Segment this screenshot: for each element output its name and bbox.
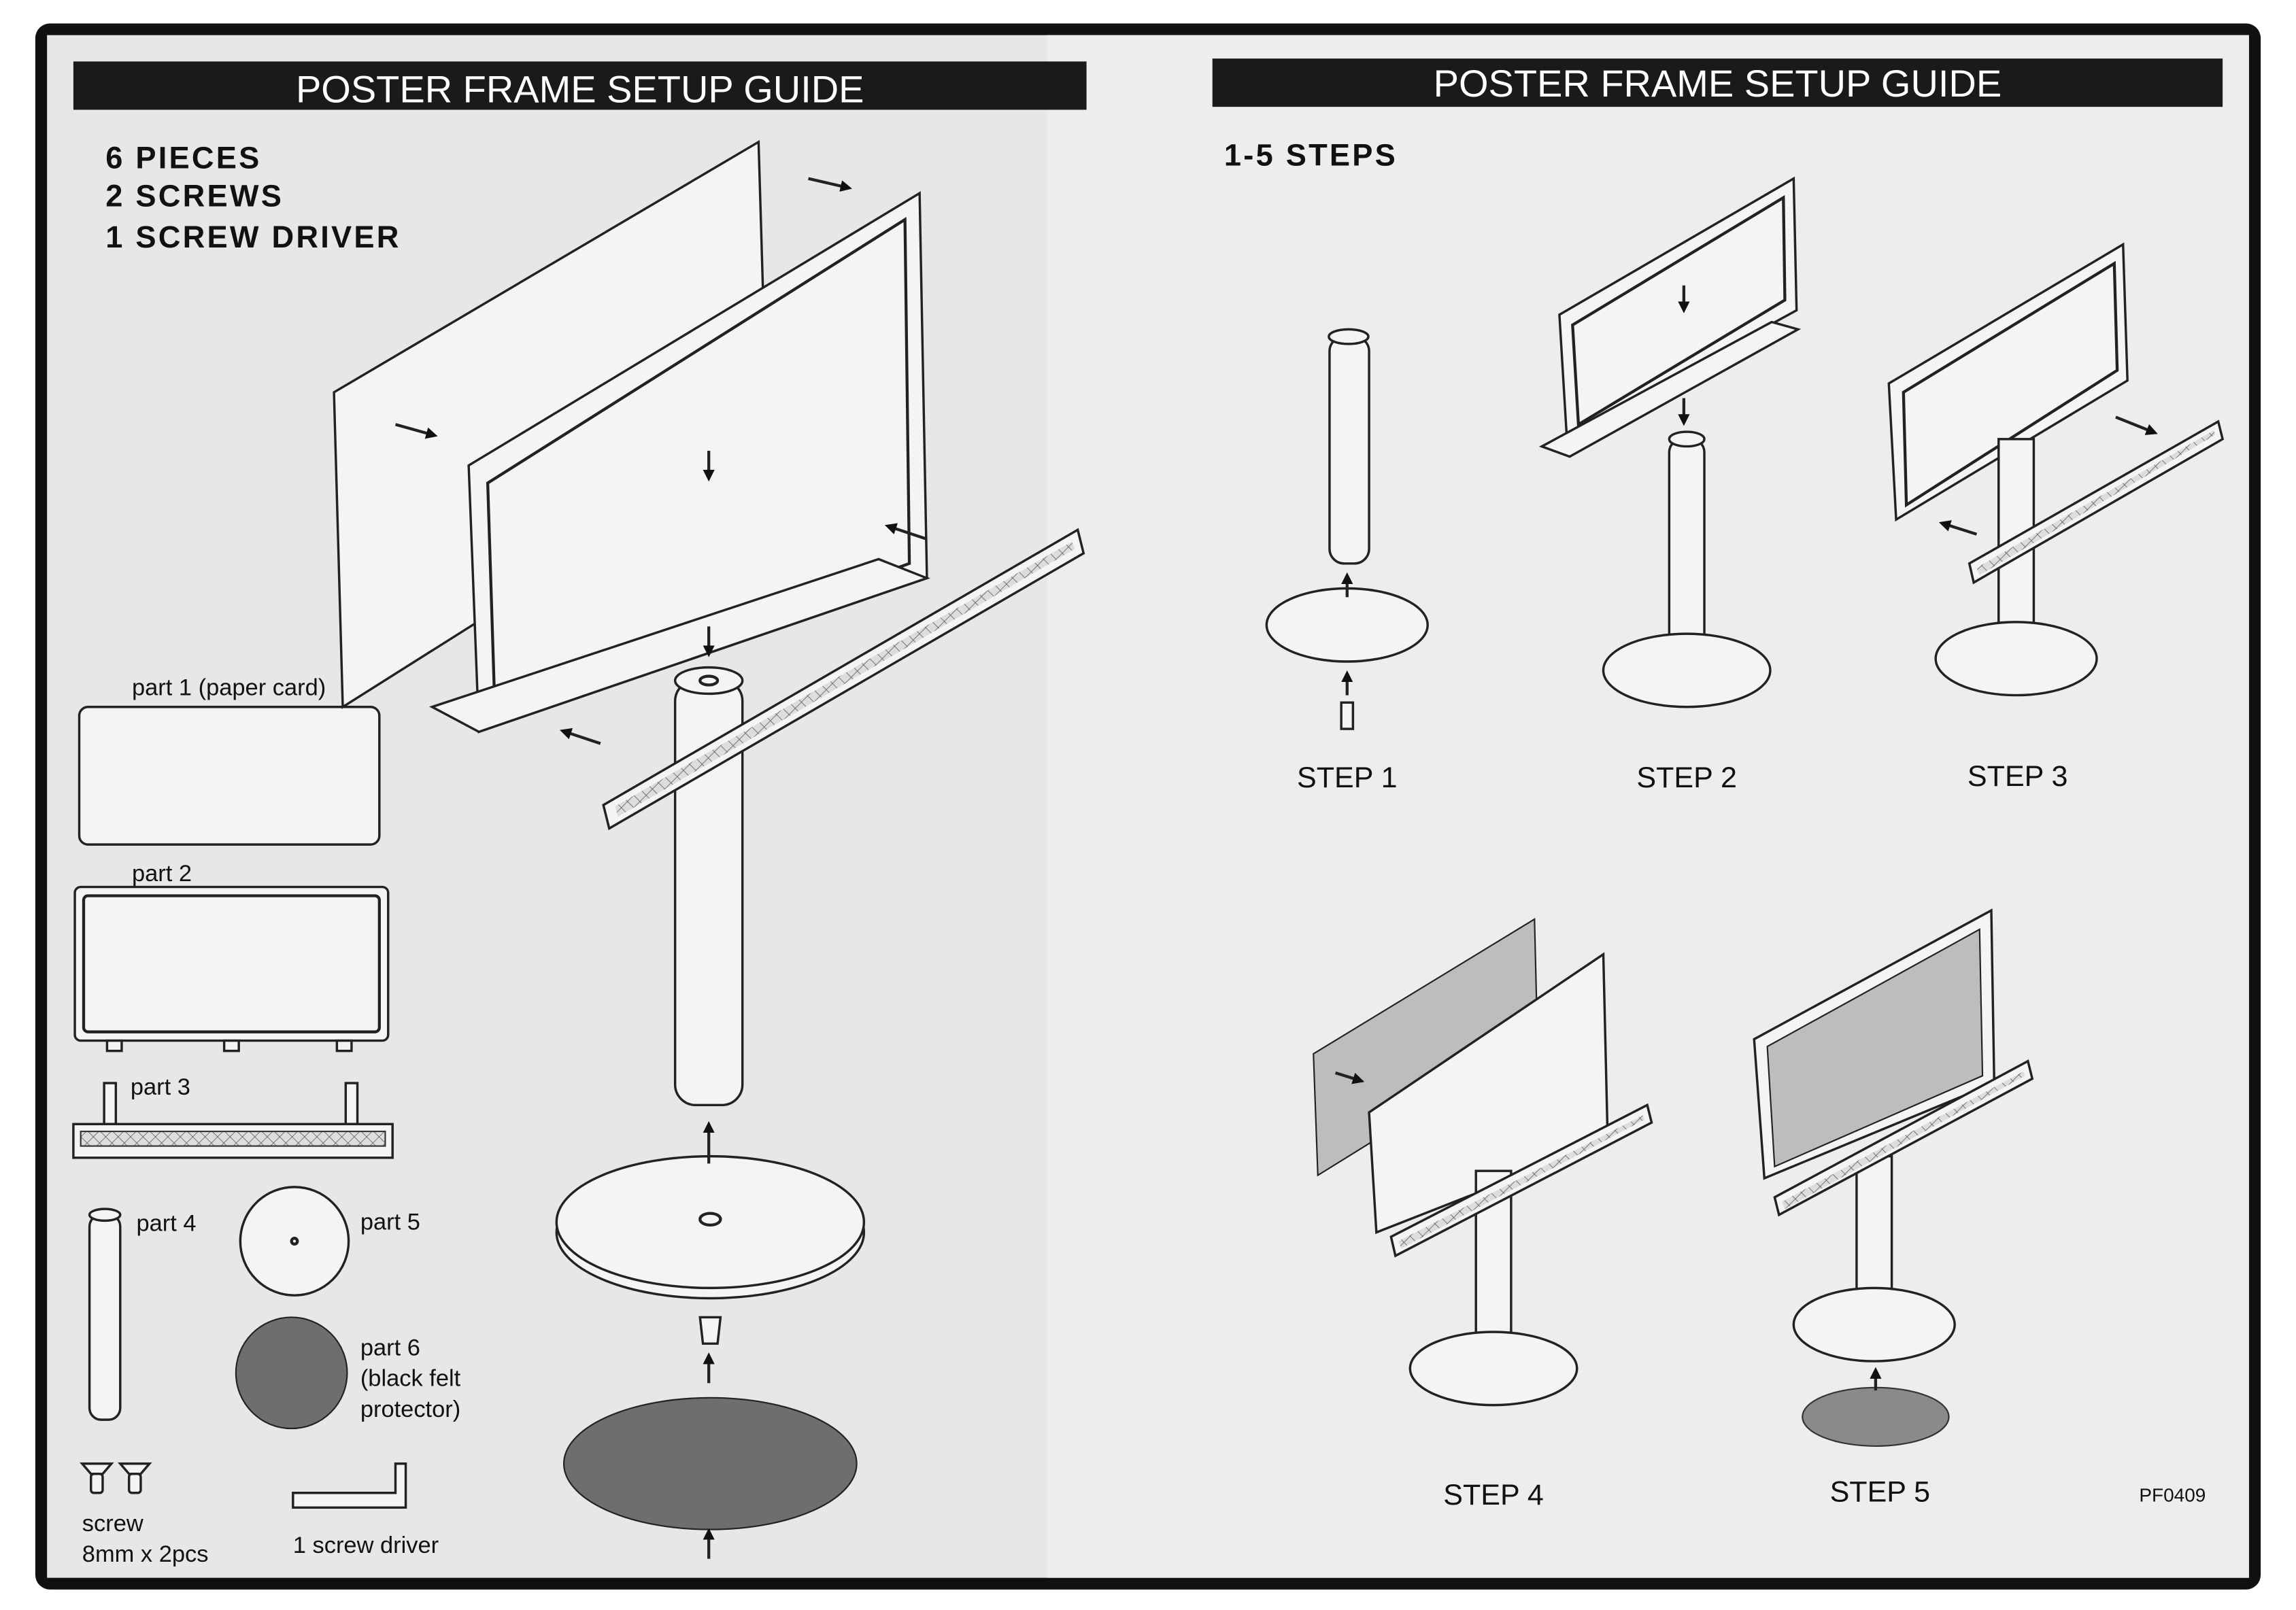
- step5-label: STEP 5: [1830, 1476, 1931, 1509]
- part4-pole: [88, 1208, 122, 1421]
- part3-label: part 3: [131, 1074, 190, 1100]
- step4-label: STEP 4: [1443, 1479, 1544, 1511]
- step2-diagram: [1538, 176, 1802, 708]
- screwdriver-icon: [292, 1462, 407, 1509]
- part4-label: part 4: [136, 1210, 196, 1236]
- contents-screws: 2 SCREWS: [105, 179, 284, 213]
- product-code: PF0409: [2139, 1485, 2206, 1506]
- steps-subtitle: 1-5 STEPS: [1224, 137, 1398, 172]
- step1-label: STEP 1: [1297, 761, 1398, 794]
- step2-label: STEP 2: [1636, 761, 1737, 794]
- step1-diagram: [1265, 328, 1429, 730]
- right-header-title: POSTER FRAME SETUP GUIDE: [1434, 62, 2002, 105]
- part6-felt-protector: [235, 1316, 348, 1430]
- part6-label: part 6: [360, 1335, 420, 1360]
- step5-diagram: [1753, 908, 2034, 1447]
- exploded-assembly-diagram: [333, 139, 1085, 1559]
- part5-base-disc: [239, 1186, 350, 1297]
- contents-pieces: 6 PIECES: [105, 141, 261, 175]
- screw-icon: [80, 1462, 152, 1494]
- part1-label: part 1 (paper card): [132, 675, 326, 701]
- part3-foot-bar: [72, 1082, 394, 1159]
- step4-diagram: [1313, 918, 1653, 1407]
- left-header-bar: [73, 61, 1087, 110]
- screwdriver-label: 1 screw driver: [293, 1532, 439, 1558]
- part5-label: part 5: [360, 1209, 420, 1235]
- screw-size-label: 8mm x 2pcs: [82, 1541, 209, 1567]
- contents-driver: 1 SCREW DRIVER: [105, 220, 401, 254]
- step3-label: STEP 3: [1968, 760, 2068, 793]
- part2-label: part 2: [132, 861, 192, 887]
- left-header-title: POSTER FRAME SETUP GUIDE: [296, 68, 864, 111]
- screw-label: screw: [82, 1511, 144, 1537]
- step3-diagram: [1887, 242, 2225, 697]
- part6-label-line2: (black felt: [360, 1366, 461, 1392]
- part2-frame: [73, 885, 390, 1052]
- part1-paper-card: [78, 706, 381, 846]
- part6-label-line3: protector): [360, 1397, 460, 1422]
- right-header-bar: [1212, 58, 2223, 107]
